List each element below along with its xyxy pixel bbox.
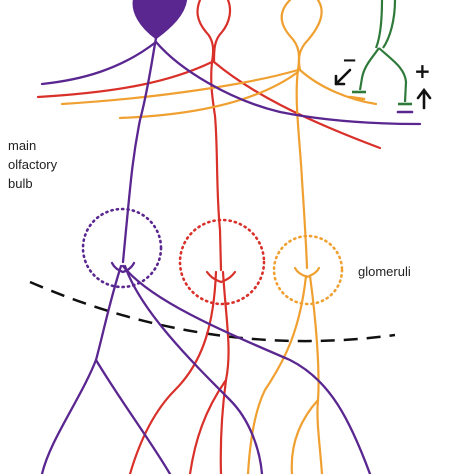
- region-label-bulb: bulb: [8, 176, 33, 191]
- red-glomerulus: [178, 218, 266, 306]
- orange-glomerulus: [272, 234, 344, 306]
- layer-boundary-dashed-line: [29, 280, 396, 343]
- upward-arrow: [416, 87, 432, 110]
- minus-sign: −: [342, 50, 357, 71]
- glomeruli-label: glomeruli: [358, 264, 411, 279]
- purple-glomerulus: [81, 207, 163, 289]
- orange-mitral-cell: [60, 0, 378, 474]
- purple-soma: [132, 0, 188, 40]
- region-label-main: main: [8, 138, 36, 153]
- green-interneuron: [352, 0, 412, 106]
- downward-left-arrow: [334, 68, 352, 86]
- region-label-olfactory: olfactory: [8, 157, 58, 172]
- purple-mitral-cell: [40, 0, 422, 474]
- red-mitral-cell: [36, 0, 382, 474]
- plus-sign: +: [414, 59, 431, 83]
